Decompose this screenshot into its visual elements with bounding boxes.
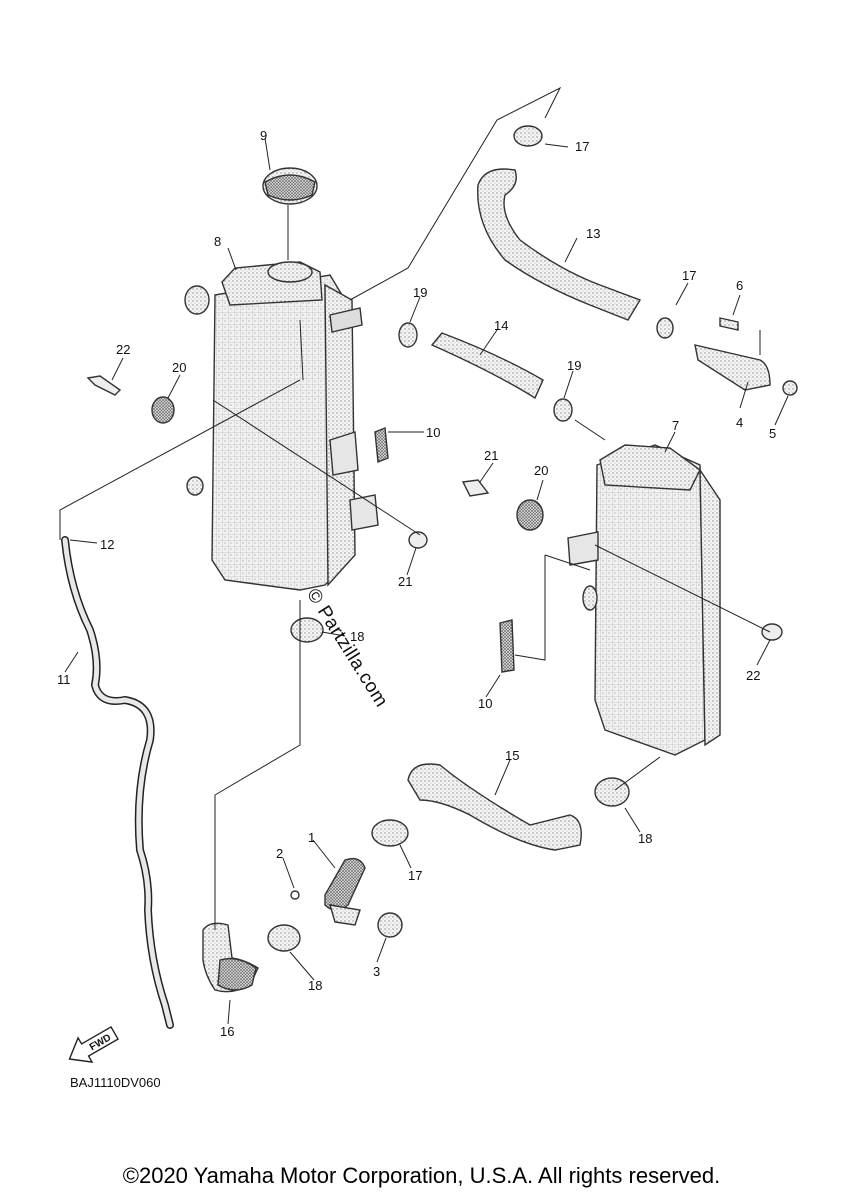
right-radiator — [567, 444, 721, 756]
elbow-hose — [202, 922, 259, 993]
callout-17c: 17 — [408, 868, 422, 883]
callout-labels: 1 2 3 4 5 6 7 8 9 10 10 11 12 13 14 15 1… — [57, 128, 776, 1039]
callout-8: 8 — [214, 234, 221, 249]
callout-20b: 20 — [534, 463, 548, 478]
radiator-cap — [262, 167, 318, 205]
small-fasteners — [86, 322, 783, 673]
callout-14: 14 — [494, 318, 508, 333]
callout-2: 2 — [276, 846, 283, 861]
callout-10b: 10 — [478, 696, 492, 711]
callout-19b: 19 — [567, 358, 581, 373]
callout-20a: 20 — [172, 360, 186, 375]
water-pipe-joint — [290, 857, 403, 938]
callout-21b: 21 — [398, 574, 412, 589]
callout-18a: 18 — [350, 629, 364, 644]
callout-18c: 18 — [308, 978, 322, 993]
fwd-arrow-icon: FWD — [68, 1025, 119, 1064]
callout-18b: 18 — [638, 831, 652, 846]
callout-17b: 17 — [682, 268, 696, 283]
leader-lines — [59, 86, 789, 1025]
callout-13: 13 — [586, 226, 600, 241]
callout-22b: 22 — [746, 668, 760, 683]
hose-clamps — [267, 125, 674, 952]
fwd-label: FWD — [88, 1032, 113, 1053]
copyright-notice: ©2020 Yamaha Motor Corporation, U.S.A. A… — [122, 1163, 721, 1188]
overflow-tube — [61, 536, 174, 1029]
callout-7: 7 — [672, 418, 679, 433]
bypass-hose — [430, 332, 544, 400]
callout-17a: 17 — [575, 139, 589, 154]
upper-hose — [477, 168, 642, 321]
callout-21a: 21 — [484, 448, 498, 463]
callout-9: 9 — [260, 128, 267, 143]
callout-4: 4 — [736, 415, 743, 430]
callout-1: 1 — [308, 830, 315, 845]
callout-22a: 22 — [116, 342, 130, 357]
callout-15: 15 — [505, 748, 519, 763]
callout-16: 16 — [220, 1024, 234, 1039]
lower-hose — [407, 763, 582, 851]
callout-6: 6 — [736, 278, 743, 293]
callout-19a: 19 — [413, 285, 427, 300]
callout-12: 12 — [100, 537, 114, 552]
callout-3: 3 — [373, 964, 380, 979]
callout-5: 5 — [769, 426, 776, 441]
callout-11: 11 — [57, 672, 71, 687]
left-radiator — [184, 261, 379, 591]
pipe-fitting — [694, 317, 798, 396]
diagram-code: BAJ1110DV060 — [70, 1075, 161, 1090]
callout-10a: 10 — [426, 425, 440, 440]
